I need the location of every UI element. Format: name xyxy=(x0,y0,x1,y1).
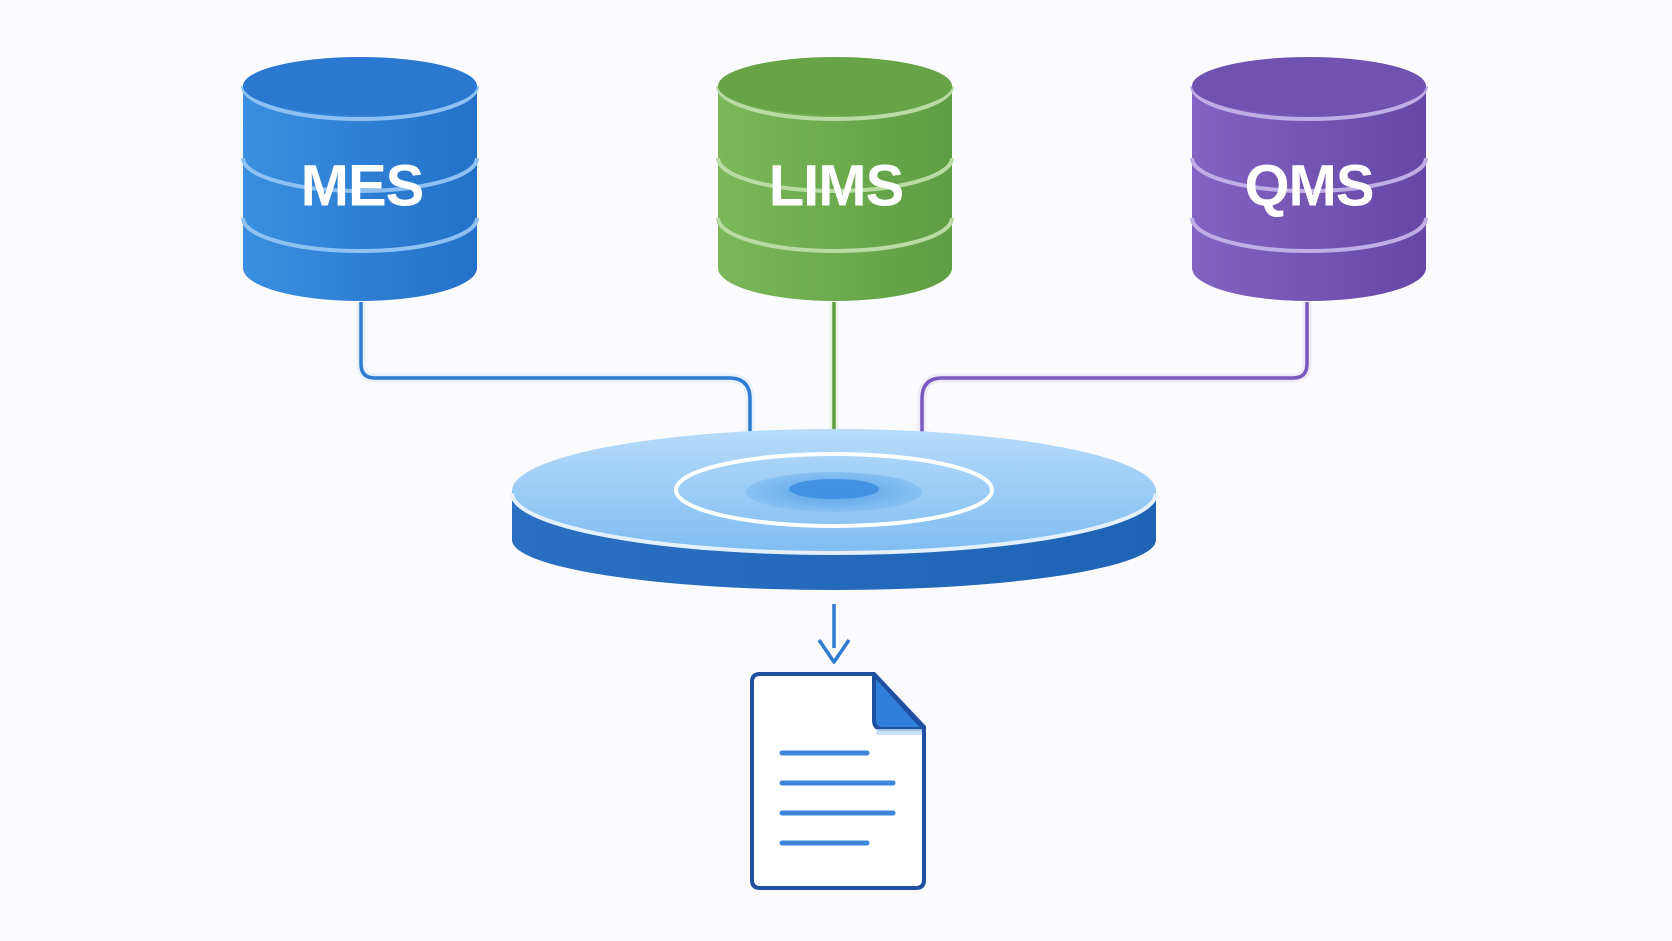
database-label-lims: LIMS xyxy=(769,154,904,219)
integration-hub xyxy=(510,429,1158,590)
database-icon xyxy=(716,57,954,301)
database-qms: QMS xyxy=(1190,57,1428,301)
database-icon xyxy=(1190,57,1428,301)
database-mes: MES xyxy=(241,57,479,301)
database-icon xyxy=(241,57,479,301)
database-label-mes: MES xyxy=(301,154,424,219)
document-icon xyxy=(750,672,926,890)
arrowhead-icon xyxy=(817,639,851,664)
database-lims: LIMS xyxy=(716,57,954,301)
database-label-qms: QMS xyxy=(1244,154,1373,219)
document-fold xyxy=(872,672,926,731)
connector-hub-to-document xyxy=(817,604,851,664)
hub-ring xyxy=(674,452,994,528)
